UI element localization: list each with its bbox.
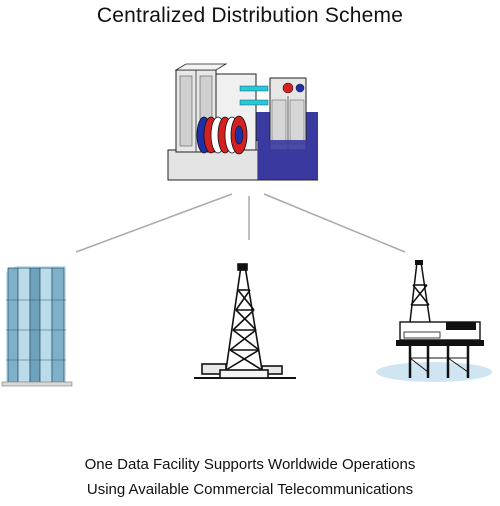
diagram-title: Centralized Distribution Scheme bbox=[96, 4, 404, 27]
tape-reels bbox=[196, 115, 248, 155]
connector-to-building bbox=[75, 193, 233, 253]
caption-line-2: Using Available Commercial Telecommunica… bbox=[86, 481, 414, 498]
connector-lines bbox=[75, 193, 406, 253]
drilling-rig-icon bbox=[194, 263, 296, 379]
caption-line-1: One Data Facility Supports Worldwide Ope… bbox=[84, 456, 416, 473]
data-center-computer-icon bbox=[167, 63, 318, 181]
connector-to-platform bbox=[263, 193, 406, 253]
offshore-platform-icon bbox=[376, 260, 492, 382]
office-building-icon bbox=[1, 266, 73, 387]
